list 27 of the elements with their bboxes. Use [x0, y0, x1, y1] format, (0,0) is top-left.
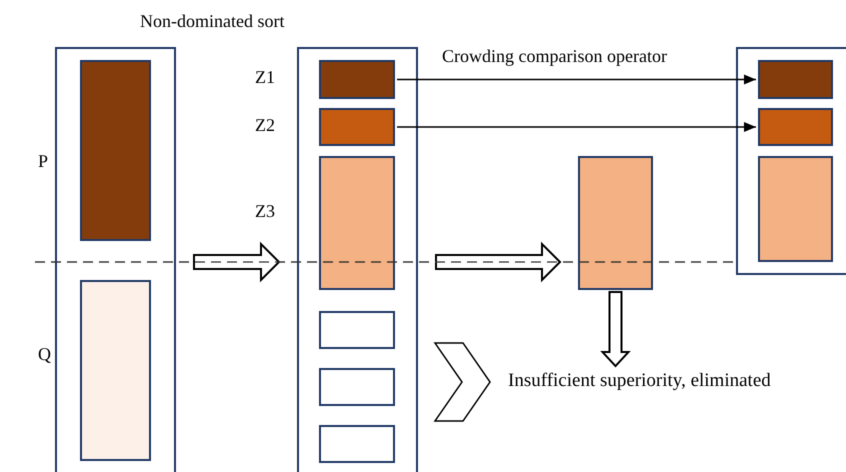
group-box — [758, 60, 833, 99]
row-label: P — [38, 150, 48, 172]
population-container — [55, 47, 176, 472]
row-label: Z3 — [255, 200, 275, 222]
group-box — [758, 108, 833, 146]
block-arrow — [600, 291, 631, 368]
block-arrow — [435, 242, 562, 282]
group-box — [80, 280, 151, 461]
row-label: Z2 — [255, 114, 275, 136]
next-population-container — [736, 47, 846, 275]
heading-label: Non-dominated sort — [140, 10, 284, 32]
row-label: Q — [38, 343, 51, 365]
result-text: Insufficient superiority, eliminated — [508, 368, 828, 394]
group-box — [80, 60, 151, 241]
group-box — [319, 60, 395, 99]
row-label: Z1 — [255, 66, 275, 88]
group-box — [319, 108, 395, 146]
group-box — [578, 156, 653, 290]
sorted-container — [297, 47, 418, 472]
group-box — [319, 156, 395, 290]
group-box — [319, 311, 395, 349]
block-arrow — [193, 242, 280, 282]
arrow — [397, 122, 756, 132]
group-box — [319, 425, 395, 463]
group-box — [758, 156, 833, 262]
group-box — [319, 368, 395, 406]
arrow — [397, 74, 756, 84]
